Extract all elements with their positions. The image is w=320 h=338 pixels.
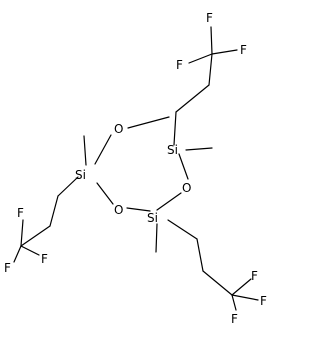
bond-o-upper-left-si-top: [127, 116, 170, 129]
atom-si-left: Si: [75, 168, 86, 182]
atom-o-lower-left: O: [114, 203, 123, 217]
atom-f-bottom-1: F: [251, 269, 258, 283]
bond-top-chain-2: [175, 84, 210, 113]
bond-bottom-cf-2: [231, 294, 259, 301]
atom-f-left-1: F: [17, 206, 24, 220]
atom-f-top-1: F: [206, 11, 213, 25]
bonds: [13, 26, 259, 311]
bond-left-chain-2: [49, 195, 59, 227]
structure-diagram: Si Si Si O O O F F F F F F F F F: [4, 11, 267, 326]
atom-labels: Si Si Si O O O F F F F F F F F F: [4, 11, 267, 326]
bond-si-bottom-o-lower-left: [126, 207, 151, 212]
bond-top-chain-3: [208, 53, 213, 86]
atom-o-right: O: [182, 181, 191, 195]
atom-f-left-3: F: [4, 261, 11, 275]
bond-o-upper-left-si-left: [94, 134, 112, 165]
bond-top-cf-3: [188, 53, 213, 64]
bond-si-bottom-methyl: [155, 223, 158, 253]
bond-left-chain-3: [20, 225, 51, 247]
atom-o-upper-left: O: [114, 122, 123, 136]
bond-si-left-chain-1: [57, 176, 79, 197]
bond-o-lower-left-si-left: [96, 182, 114, 205]
bond-bottom-cf-3: [231, 294, 237, 311]
bond-left-cf-3: [13, 245, 22, 263]
bond-si-top-o-right: [178, 153, 189, 180]
bond-si-left-methyl: [83, 135, 87, 166]
atom-si-bottom: Si: [147, 211, 158, 225]
bond-o-right-si-bottom: [156, 192, 182, 211]
bond-bottom-chain-3: [202, 270, 233, 296]
bond-top-cf-1: [210, 26, 213, 55]
bond-si-top-chain-1: [173, 111, 177, 146]
bond-left-cf-2: [20, 245, 40, 256]
bond-left-cf-1: [20, 219, 24, 247]
atom-f-bottom-2: F: [260, 294, 267, 308]
atom-f-left-2: F: [41, 252, 48, 266]
bond-si-bottom-chain-1: [167, 219, 198, 240]
bond-bottom-chain-2: [196, 238, 204, 272]
bond-top-cf-2: [211, 49, 238, 55]
atom-si-top: Si: [167, 143, 178, 157]
bond-bottom-cf-1: [231, 278, 252, 296]
bond-si-top-methyl: [185, 147, 213, 151]
atom-f-top-2: F: [240, 43, 247, 57]
atom-f-bottom-3: F: [231, 312, 238, 326]
atom-f-top-3: F: [176, 58, 183, 72]
